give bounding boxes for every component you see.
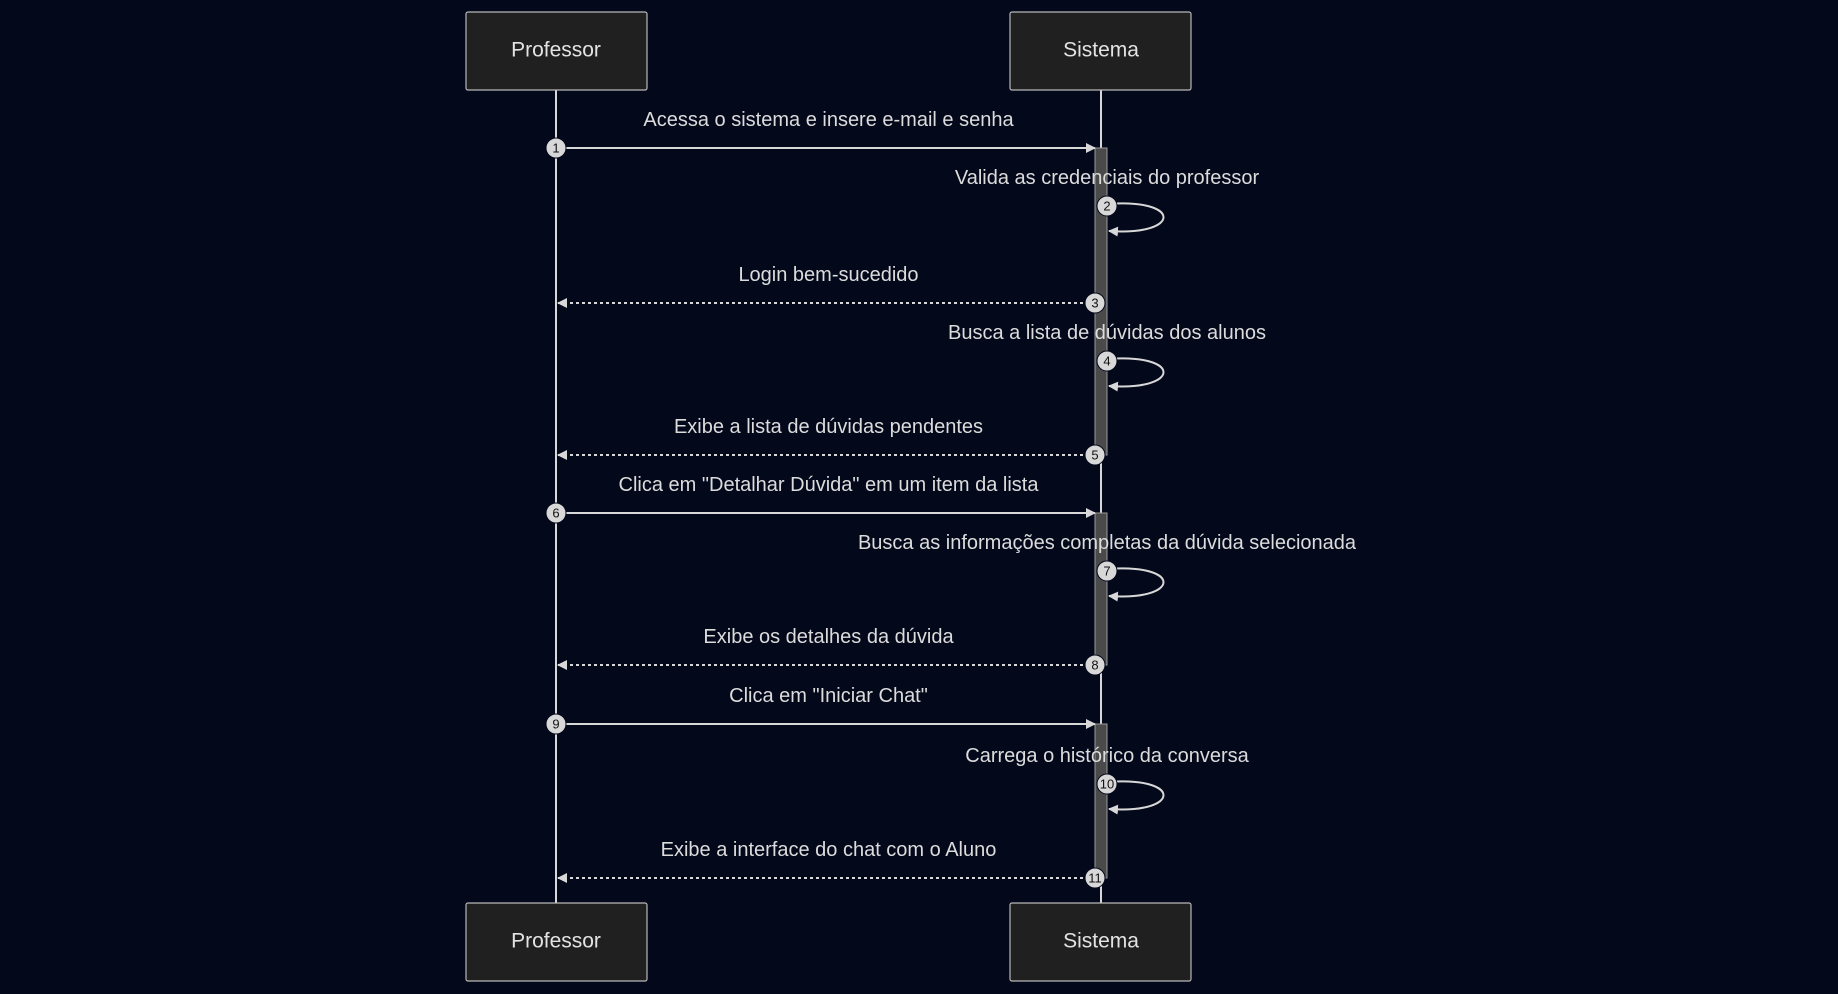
message-1: Acessa o sistema e insere e-mail e senha… xyxy=(545,109,1096,159)
sequence-number-badge: 8 xyxy=(1084,654,1106,676)
sequence-number-badge: 9 xyxy=(545,713,567,735)
sequence-number: 6 xyxy=(552,505,559,520)
messages-group: Acessa o sistema e insere e-mail e senha… xyxy=(545,109,1357,889)
message-label: Busca a lista de dúvidas dos alunos xyxy=(948,322,1266,344)
actor-label: Sistema xyxy=(1063,930,1139,953)
self-message-arrow xyxy=(1106,202,1165,237)
message-label: Clica em "Detalhar Dúvida" em um item da… xyxy=(619,474,1040,496)
sequence-number: 4 xyxy=(1103,353,1110,368)
badge-circle xyxy=(1096,195,1118,217)
sequence-number-badge: 1 xyxy=(545,137,567,159)
sequence-number-badge: 11 xyxy=(1084,867,1106,889)
actor-sistema-top[interactable]: Sistema xyxy=(1009,11,1192,91)
sequence-number: 1 xyxy=(552,140,559,155)
sequence-number-badge: 10 xyxy=(1096,773,1118,795)
message-8: Exibe os detalhes da dúvida 8 xyxy=(557,626,1106,676)
message-9: Clica em "Iniciar Chat" 9 xyxy=(545,685,1096,735)
sequence-number-badge: 6 xyxy=(545,502,567,524)
message-label: Acessa o sistema e insere e-mail e senha xyxy=(643,109,1014,131)
badge-circle xyxy=(1096,773,1118,795)
actor-label: Professor xyxy=(511,930,601,953)
badge-circle xyxy=(1084,654,1106,676)
message-label: Clica em "Iniciar Chat" xyxy=(729,685,928,707)
sequence-number-badge: 3 xyxy=(1084,292,1106,314)
message-label: Login bem-sucedido xyxy=(738,264,918,286)
sequence-number-badge: 7 xyxy=(1096,560,1118,582)
message-label: Busca as informações completas da dúvida… xyxy=(858,532,1357,554)
actor-professor-top[interactable]: Professor xyxy=(465,11,648,91)
sequence-number: 9 xyxy=(552,716,559,731)
message-label: Carrega o histórico da conversa xyxy=(965,745,1249,767)
badge-circle xyxy=(545,502,567,524)
sequence-number: 8 xyxy=(1091,657,1098,672)
sequence-number: 5 xyxy=(1091,447,1098,462)
badge-circle xyxy=(1084,444,1106,466)
message-3: Login bem-sucedido 3 xyxy=(557,264,1106,314)
badge-circle xyxy=(545,137,567,159)
sequence-number: 7 xyxy=(1103,563,1110,578)
message-label: Exibe a lista de dúvidas pendentes xyxy=(674,416,983,438)
self-message-arrow xyxy=(1106,780,1165,815)
self-message-arrow xyxy=(1106,567,1165,602)
sequence-number: 10 xyxy=(1100,776,1114,791)
actor-label: Sistema xyxy=(1063,39,1139,62)
badge-circle xyxy=(545,713,567,735)
sequence-number: 2 xyxy=(1103,198,1110,213)
badge-circle xyxy=(1096,560,1118,582)
badge-circle xyxy=(1096,350,1118,372)
message-label: Exibe a interface do chat com o Aluno xyxy=(661,839,997,861)
message-2: Valida as credenciais do professor 2 xyxy=(955,167,1260,237)
badge-circle xyxy=(1084,867,1106,889)
sequence-number-badge: 4 xyxy=(1096,350,1118,372)
message-label: Exibe os detalhes da dúvida xyxy=(703,626,954,648)
actor-label: Professor xyxy=(511,39,601,62)
sequence-number: 11 xyxy=(1088,870,1102,885)
badge-circle xyxy=(1084,292,1106,314)
message-4: Busca a lista de dúvidas dos alunos 4 xyxy=(948,322,1266,392)
actor-professor-bottom[interactable]: Professor xyxy=(465,902,648,982)
sequence-number: 3 xyxy=(1091,295,1098,310)
message-10: Carrega o histórico da conversa 10 xyxy=(965,745,1250,815)
message-label: Valida as credenciais do professor xyxy=(955,167,1260,189)
sequence-number-badge: 2 xyxy=(1096,195,1118,217)
actor-sistema-bottom[interactable]: Sistema xyxy=(1009,902,1192,982)
self-message-arrow xyxy=(1106,357,1165,392)
sequence-number-badge: 5 xyxy=(1084,444,1106,466)
message-7: Busca as informações completas da dúvida… xyxy=(858,532,1357,602)
message-5: Exibe a lista de dúvidas pendentes 5 xyxy=(557,416,1106,466)
message-11: Exibe a interface do chat com o Aluno 11 xyxy=(557,839,1106,889)
message-6: Clica em "Detalhar Dúvida" em um item da… xyxy=(545,474,1096,524)
